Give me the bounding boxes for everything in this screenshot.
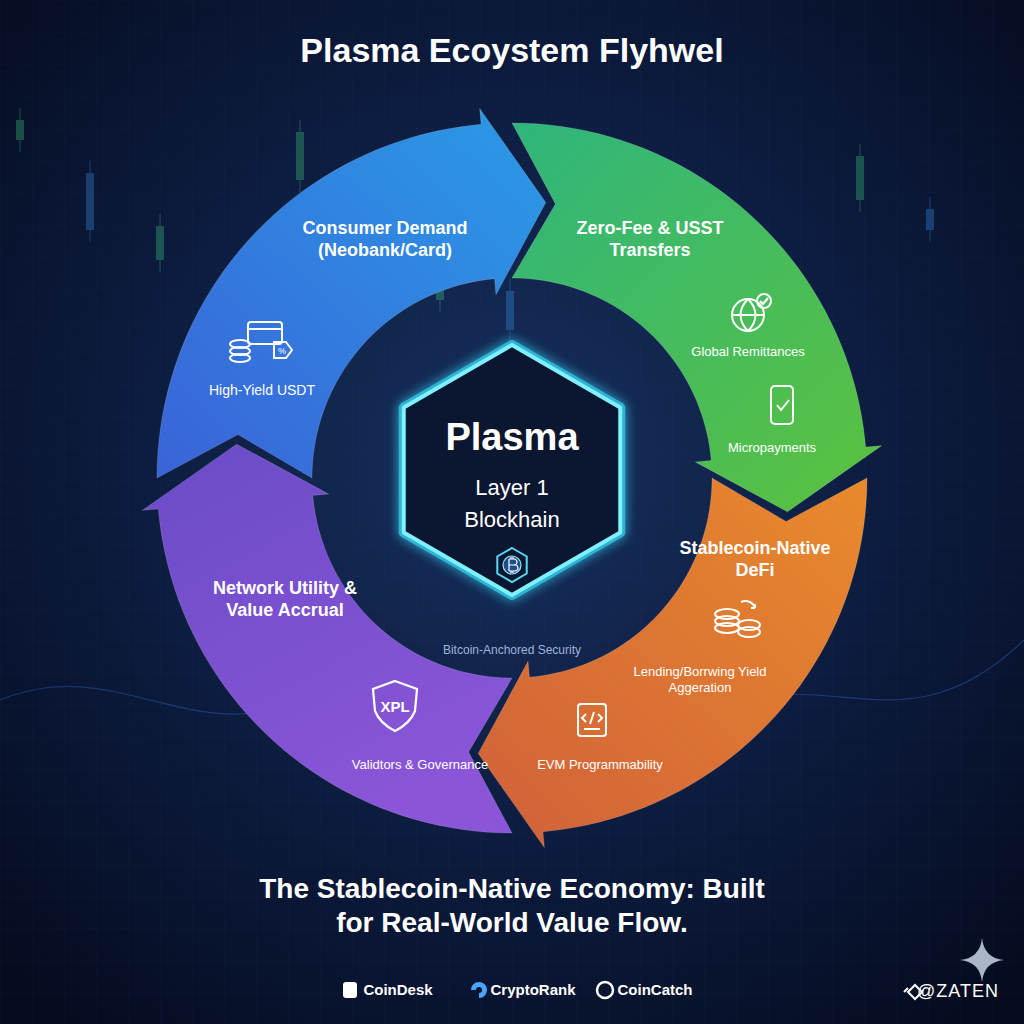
- watermark: @ZATEN: [917, 981, 999, 1003]
- node-text: Blockhain: [412, 507, 612, 533]
- node-shape: [403, 345, 621, 595]
- node-text: XPL: [375, 698, 415, 716]
- node-heading: Zero-Fee & USST Transfers: [565, 218, 735, 261]
- source-logo: CoinCatch: [618, 981, 693, 999]
- svg-text:%: %: [278, 346, 286, 356]
- node-heading: Plasma: [402, 415, 622, 461]
- hexagon-outline: [404, 345, 621, 595]
- title: Plasma Ecoystem Flyhwel: [300, 30, 723, 71]
- node-text: Global Remittances: [673, 344, 823, 360]
- node-text: EVM Programmability: [525, 757, 675, 773]
- card-icon: %: [230, 322, 292, 362]
- source-logo: CryptoRank: [490, 981, 575, 999]
- node-heading: Network Utility & Value Accrual: [200, 578, 370, 621]
- node-heading: Consumer Demand (Neobank/Card): [295, 218, 475, 261]
- node-text: High-Yield USDT: [192, 382, 332, 399]
- source-logo: CoinDesk: [363, 981, 432, 999]
- node-heading: Stablecoin-Native DeFi: [675, 538, 835, 581]
- center-hexagon: PlasmaLayer 1 Blockhain: [403, 345, 621, 595]
- node-text: Validtors & Governance: [350, 757, 490, 773]
- security-note: Bitcoin-Anchored Security: [437, 643, 587, 657]
- btc-icon: [497, 548, 526, 582]
- code-icon: [578, 704, 606, 736]
- globe-icon: [732, 294, 771, 331]
- phone-icon: [771, 386, 793, 424]
- node-text: Micropayments: [712, 440, 832, 456]
- caption: The Stablecoin-Native Economy: Built for…: [242, 872, 782, 939]
- shield-icon: [373, 681, 417, 731]
- node-text: Lending/Borrwing Yield Aggeration: [625, 664, 775, 695]
- coins-icon: [715, 601, 760, 637]
- hexagon-glow: [404, 345, 621, 595]
- node-text: Layer 1: [412, 475, 612, 501]
